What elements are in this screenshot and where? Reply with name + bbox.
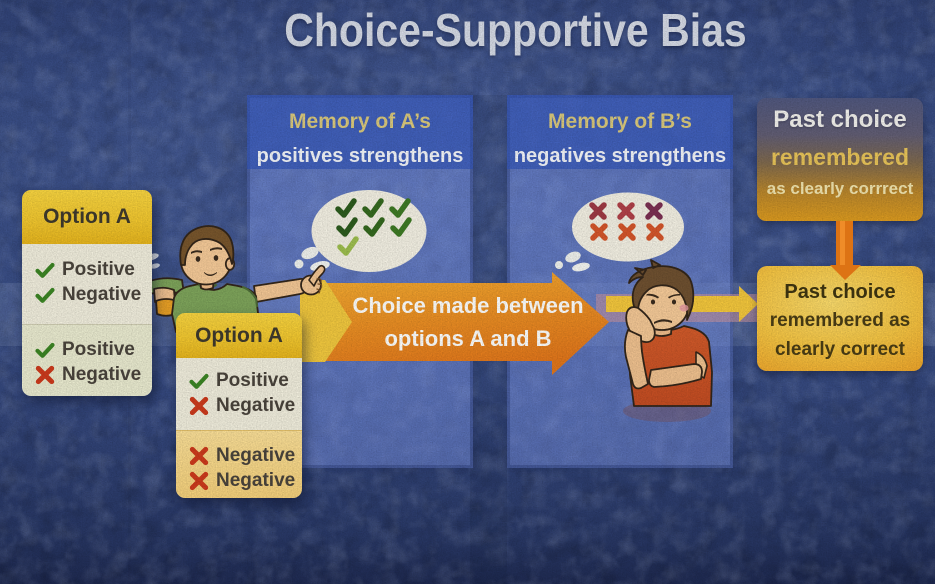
svg-text:options A and B: options A and B xyxy=(384,326,551,351)
svg-text:Choice made between: Choice made between xyxy=(352,293,583,318)
